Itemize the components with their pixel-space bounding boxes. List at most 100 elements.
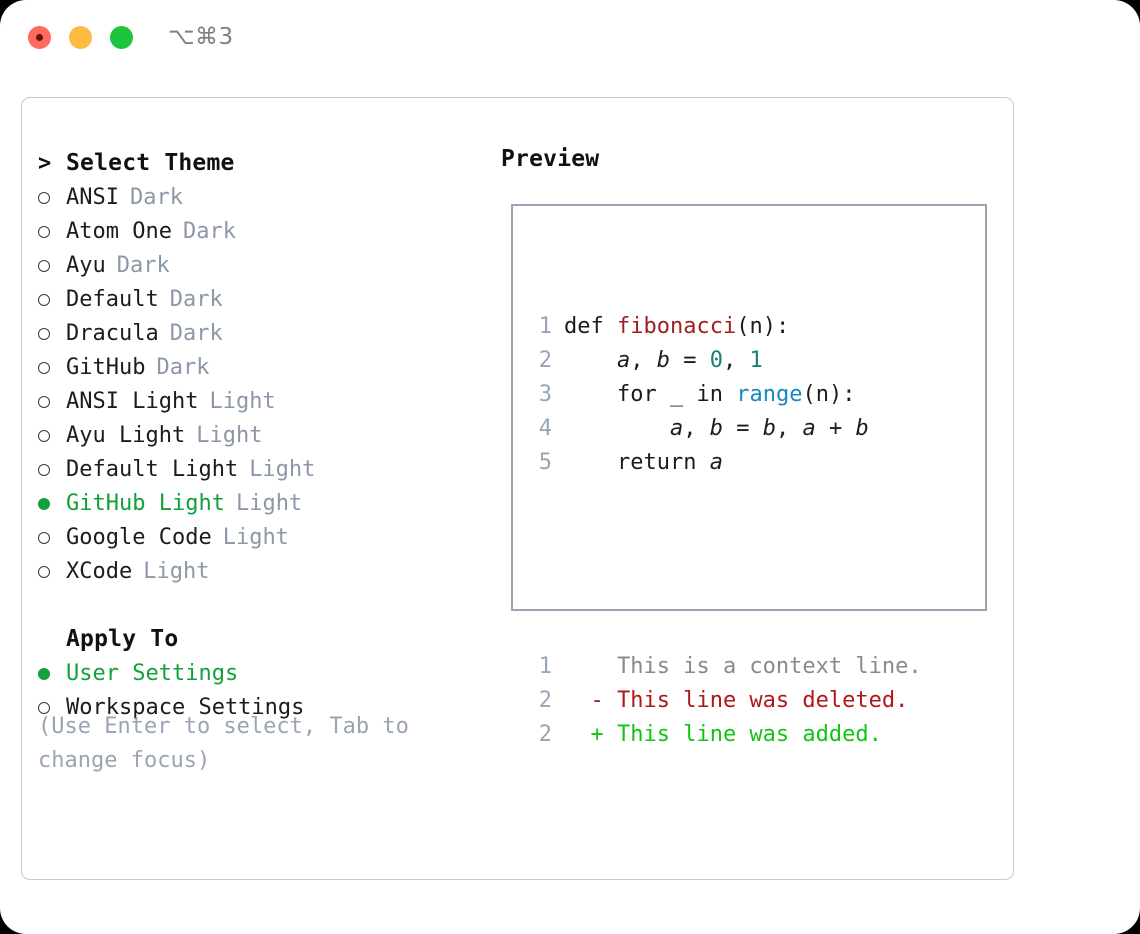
select-theme-title: Select Theme — [66, 150, 235, 176]
diff-sample: 1 This is a context line.2 - This line w… — [530, 650, 922, 752]
theme-item-label: GitHub Light — [66, 490, 225, 516]
theme-item-label: Dracula — [66, 320, 159, 346]
theme-item-label: Ayu — [66, 252, 106, 278]
radio-selected-icon[interactable] — [38, 491, 66, 516]
code-token: = — [669, 348, 710, 373]
theme-item-kind: Light — [235, 490, 303, 516]
apply-to-header: Apply To — [38, 622, 488, 656]
diff-text: This is a context line. — [616, 654, 922, 679]
theme-item-default-light[interactable]: Default Light Light — [38, 452, 488, 486]
radio-empty-icon[interactable] — [38, 253, 66, 278]
maximize-button[interactable] — [110, 26, 133, 49]
code-token: b — [762, 416, 776, 441]
select-theme-header: > Select Theme — [38, 146, 488, 180]
code-token: 1 — [749, 348, 763, 373]
theme-item-github[interactable]: GitHub Dark — [38, 350, 488, 384]
code-token: + — [815, 416, 856, 441]
code-token: a — [802, 416, 816, 441]
radio-empty-icon[interactable] — [38, 321, 66, 346]
code-line: 5 return a — [530, 446, 922, 480]
theme-item-kind: Light — [249, 456, 316, 482]
code-token: range — [736, 382, 803, 407]
code-token: for — [564, 382, 670, 407]
radio-empty-icon[interactable] — [38, 423, 66, 448]
radio-empty-icon[interactable] — [38, 559, 66, 584]
radio-selected-icon[interactable] — [38, 661, 66, 686]
theme-item-kind: Dark — [129, 184, 183, 210]
code-line: 3 for _ in range(n): — [530, 378, 922, 412]
caret-icon: > — [38, 150, 52, 176]
code-token: fibonacci — [616, 314, 737, 339]
diff-text: This line was added. — [616, 722, 882, 747]
radio-empty-icon[interactable] — [38, 219, 66, 244]
theme-item-default[interactable]: Default Dark — [38, 282, 488, 316]
code-token: return — [564, 450, 710, 475]
theme-item-kind: Dark — [169, 320, 223, 346]
code-line-number: 3 — [538, 382, 552, 407]
diff-line-number: 2 — [538, 688, 552, 713]
radio-empty-icon[interactable] — [38, 525, 66, 550]
radio-empty-icon[interactable] — [38, 389, 66, 414]
theme-item-label: GitHub — [66, 354, 146, 380]
minimize-button[interactable] — [69, 26, 92, 49]
code-token: a — [616, 348, 631, 373]
close-button[interactable] — [28, 26, 51, 49]
apply-to-item-user-settings[interactable]: User Settings — [38, 656, 488, 690]
apply-to-item-label: Workspace Settings — [66, 694, 305, 720]
theme-item-label: Default Light — [66, 456, 239, 482]
code-token: b — [709, 416, 723, 441]
code-token: (n): — [736, 314, 790, 339]
theme-item-dracula[interactable]: Dracula Dark — [38, 316, 488, 350]
code-token — [564, 416, 670, 441]
theme-item-label: Default — [66, 286, 159, 312]
radio-empty-icon[interactable] — [38, 287, 66, 312]
list-spacer — [38, 588, 488, 622]
theme-item-label: XCode — [66, 558, 133, 584]
diff-line-number: 2 — [538, 722, 552, 747]
code-line-number: 5 — [538, 450, 552, 475]
code-token: (n): — [802, 382, 856, 407]
window-controls — [28, 26, 133, 49]
diff-marker — [564, 654, 617, 679]
apply-to-item-label: User Settings — [66, 660, 239, 686]
apply-to-item-workspace-settings[interactable]: Workspace Settings — [38, 690, 488, 724]
code-token: , — [683, 416, 710, 441]
theme-item-label: Google Code — [66, 524, 212, 550]
code-token: in — [696, 382, 737, 407]
diff-line: 2 + This line was added. — [530, 718, 922, 752]
preview-column: Preview — [501, 146, 599, 172]
diff-line: 1 This is a context line. — [530, 650, 922, 684]
code-diff-gap — [530, 548, 922, 582]
code-line-number: 4 — [538, 416, 552, 441]
theme-item-github-light[interactable]: GitHub Light Light — [38, 486, 488, 520]
radio-empty-icon[interactable] — [38, 695, 66, 720]
code-token: 0 — [709, 348, 723, 373]
apply-to-title: Apply To — [66, 626, 179, 652]
diff-line-number: 1 — [538, 654, 552, 679]
theme-item-xcode[interactable]: XCode Light — [38, 554, 488, 588]
code-token: = — [722, 416, 763, 441]
code-line-number: 2 — [538, 348, 552, 373]
radio-empty-icon[interactable] — [38, 185, 66, 210]
code-token: b — [656, 348, 670, 373]
theme-item-kind: Light — [143, 558, 210, 584]
diff-line: 2 - This line was deleted. — [530, 684, 922, 718]
theme-item-kind: Light — [209, 388, 276, 414]
radio-empty-icon[interactable] — [38, 457, 66, 482]
theme-item-kind: Dark — [169, 286, 223, 312]
theme-item-kind: Dark — [156, 354, 210, 380]
theme-item-kind: Light — [196, 422, 263, 448]
radio-empty-icon[interactable] — [38, 355, 66, 380]
